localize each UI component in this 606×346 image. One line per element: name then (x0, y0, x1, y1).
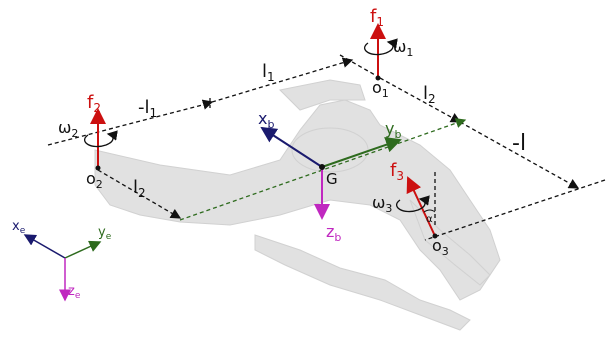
green-dashed-line (179, 118, 467, 221)
alpha-arc (423, 209, 436, 213)
f3-force-arrow (406, 176, 436, 237)
dashed-l2-right (379, 77, 462, 123)
o3-point (432, 233, 438, 239)
w1-rotation-arrow (363, 38, 398, 56)
w3-label: ω3 (372, 193, 392, 215)
zb-label: zb (326, 222, 341, 244)
dashed-bottom-right (424, 179, 606, 241)
ye-label: ye (98, 225, 112, 242)
o3-label: o3 (432, 236, 449, 258)
l1-top-label: l1 (262, 61, 275, 84)
o2-label: o2 (86, 169, 103, 191)
dashed-top-right-stub (339, 54, 376, 76)
arm-dashed-lines (47, 54, 606, 241)
alpha-label: α (426, 214, 433, 225)
neg-l-label: -l (512, 131, 526, 156)
f2-label: f2 (87, 92, 101, 115)
g-label: G (326, 170, 338, 188)
l2-left-label: l2 (133, 177, 146, 200)
o1-label: o1 (372, 78, 389, 100)
dashed-l2-left (97, 169, 182, 219)
ye-axis-arrow (64, 240, 102, 259)
dashed-neg-l (459, 121, 580, 189)
f3-label: f3 (390, 160, 404, 183)
w3-rotation-arrow (395, 195, 430, 213)
w2-label: ω2 (58, 118, 78, 140)
xe-label: xe (12, 219, 26, 236)
l2-right-label: l2 (423, 83, 436, 106)
o2-point (95, 165, 101, 171)
xb-axis-arrow (260, 126, 323, 168)
g-point (319, 164, 325, 170)
w2-rotation-arrow (83, 130, 118, 148)
ze-label: ze (68, 284, 81, 301)
w1-label: ω1 (393, 37, 413, 59)
yb-axis-arrow (321, 137, 402, 168)
o1-point (375, 75, 381, 81)
yb-label: yb (385, 119, 401, 141)
xe-axis-arrow (23, 234, 66, 259)
f1-label: f1 (370, 6, 384, 29)
l1-neg-label: -l1 (138, 97, 157, 120)
xb-label: xb (258, 109, 274, 131)
dashed-top-l1 (201, 57, 354, 110)
